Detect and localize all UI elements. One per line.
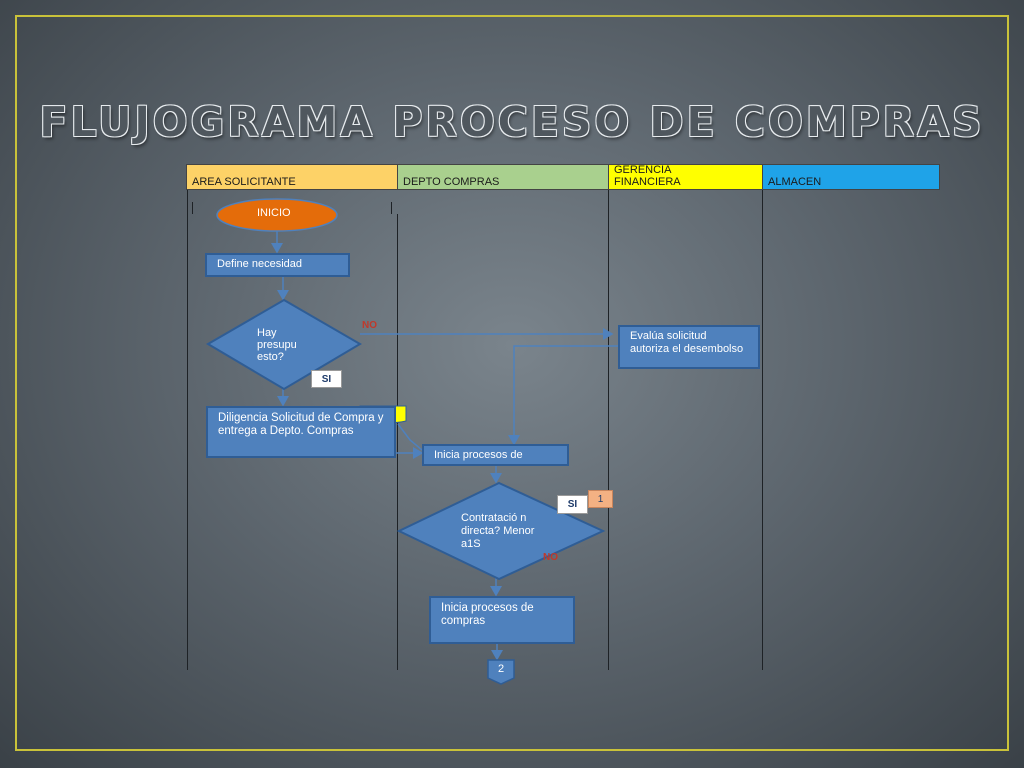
evaluate-request-label: Evalúa solicitud autoriza el desembolso xyxy=(630,330,744,355)
lane-divider xyxy=(397,214,398,670)
lane-divider xyxy=(187,190,188,670)
direct-contract-decision-label: Contratació n directa? Menor a1S xyxy=(461,512,535,550)
budget-decision-diamond xyxy=(206,298,362,391)
start-label: INICIO xyxy=(257,207,291,219)
start-oval xyxy=(216,198,338,232)
slide-frame xyxy=(15,15,1009,751)
fill-request-box: Diligencia Solicitud de Compra y entrega… xyxy=(206,406,396,458)
si-label-1: SI xyxy=(311,370,342,388)
connector-fill-process-2 xyxy=(397,423,423,451)
define-need-label: Define necesidad xyxy=(217,258,303,270)
start-purchase-process-box: Inicia procesos de compras xyxy=(429,596,575,644)
evaluate-request-box: Evalúa solicitud autoriza el desembolso xyxy=(618,325,760,369)
lane-header-almacen: ALMACEN xyxy=(762,164,940,190)
lane-header-area-solicitante: AREA SOLICITANTE xyxy=(186,164,398,190)
offpage-connector-2-label: 2 xyxy=(497,663,505,675)
fill-request-label: Diligencia Solicitud de Compra y entrega… xyxy=(218,412,384,437)
direct-contract-decision-diamond xyxy=(396,481,606,581)
lane-tick xyxy=(391,202,392,214)
lane-label: GERENCIA FINANCIERA xyxy=(614,164,681,188)
lane-label: DEPTO COMPRAS xyxy=(403,176,500,188)
lane-divider xyxy=(608,190,609,670)
no-label-2: NO xyxy=(543,552,558,563)
start-process-label: Inicia procesos de xyxy=(434,449,523,461)
budget-decision-label: Hay presupu esto? xyxy=(257,327,297,363)
lane-header-gerencia-financiera: GERENCIA FINANCIERA xyxy=(608,164,763,190)
start-process-box: Inicia procesos de xyxy=(422,444,569,466)
lane-label: ALMACEN xyxy=(768,176,822,188)
slide-title: FLUJOGRAMA PROCESO DE COMPRAS xyxy=(39,98,985,146)
connector-evaluate-process xyxy=(508,345,618,446)
lane-divider xyxy=(762,190,763,670)
start-purchase-process-label: Inicia procesos de compras xyxy=(441,602,534,627)
si-label-2: SI xyxy=(557,495,588,514)
lane-tick xyxy=(192,202,193,214)
connector-1-tag: 1 xyxy=(588,490,613,508)
lane-label: AREA SOLICITANTE xyxy=(192,176,296,188)
define-need-box: Define necesidad xyxy=(205,253,350,277)
offpage-connector-2-shape xyxy=(487,659,515,685)
no-label-1: NO xyxy=(362,320,377,331)
